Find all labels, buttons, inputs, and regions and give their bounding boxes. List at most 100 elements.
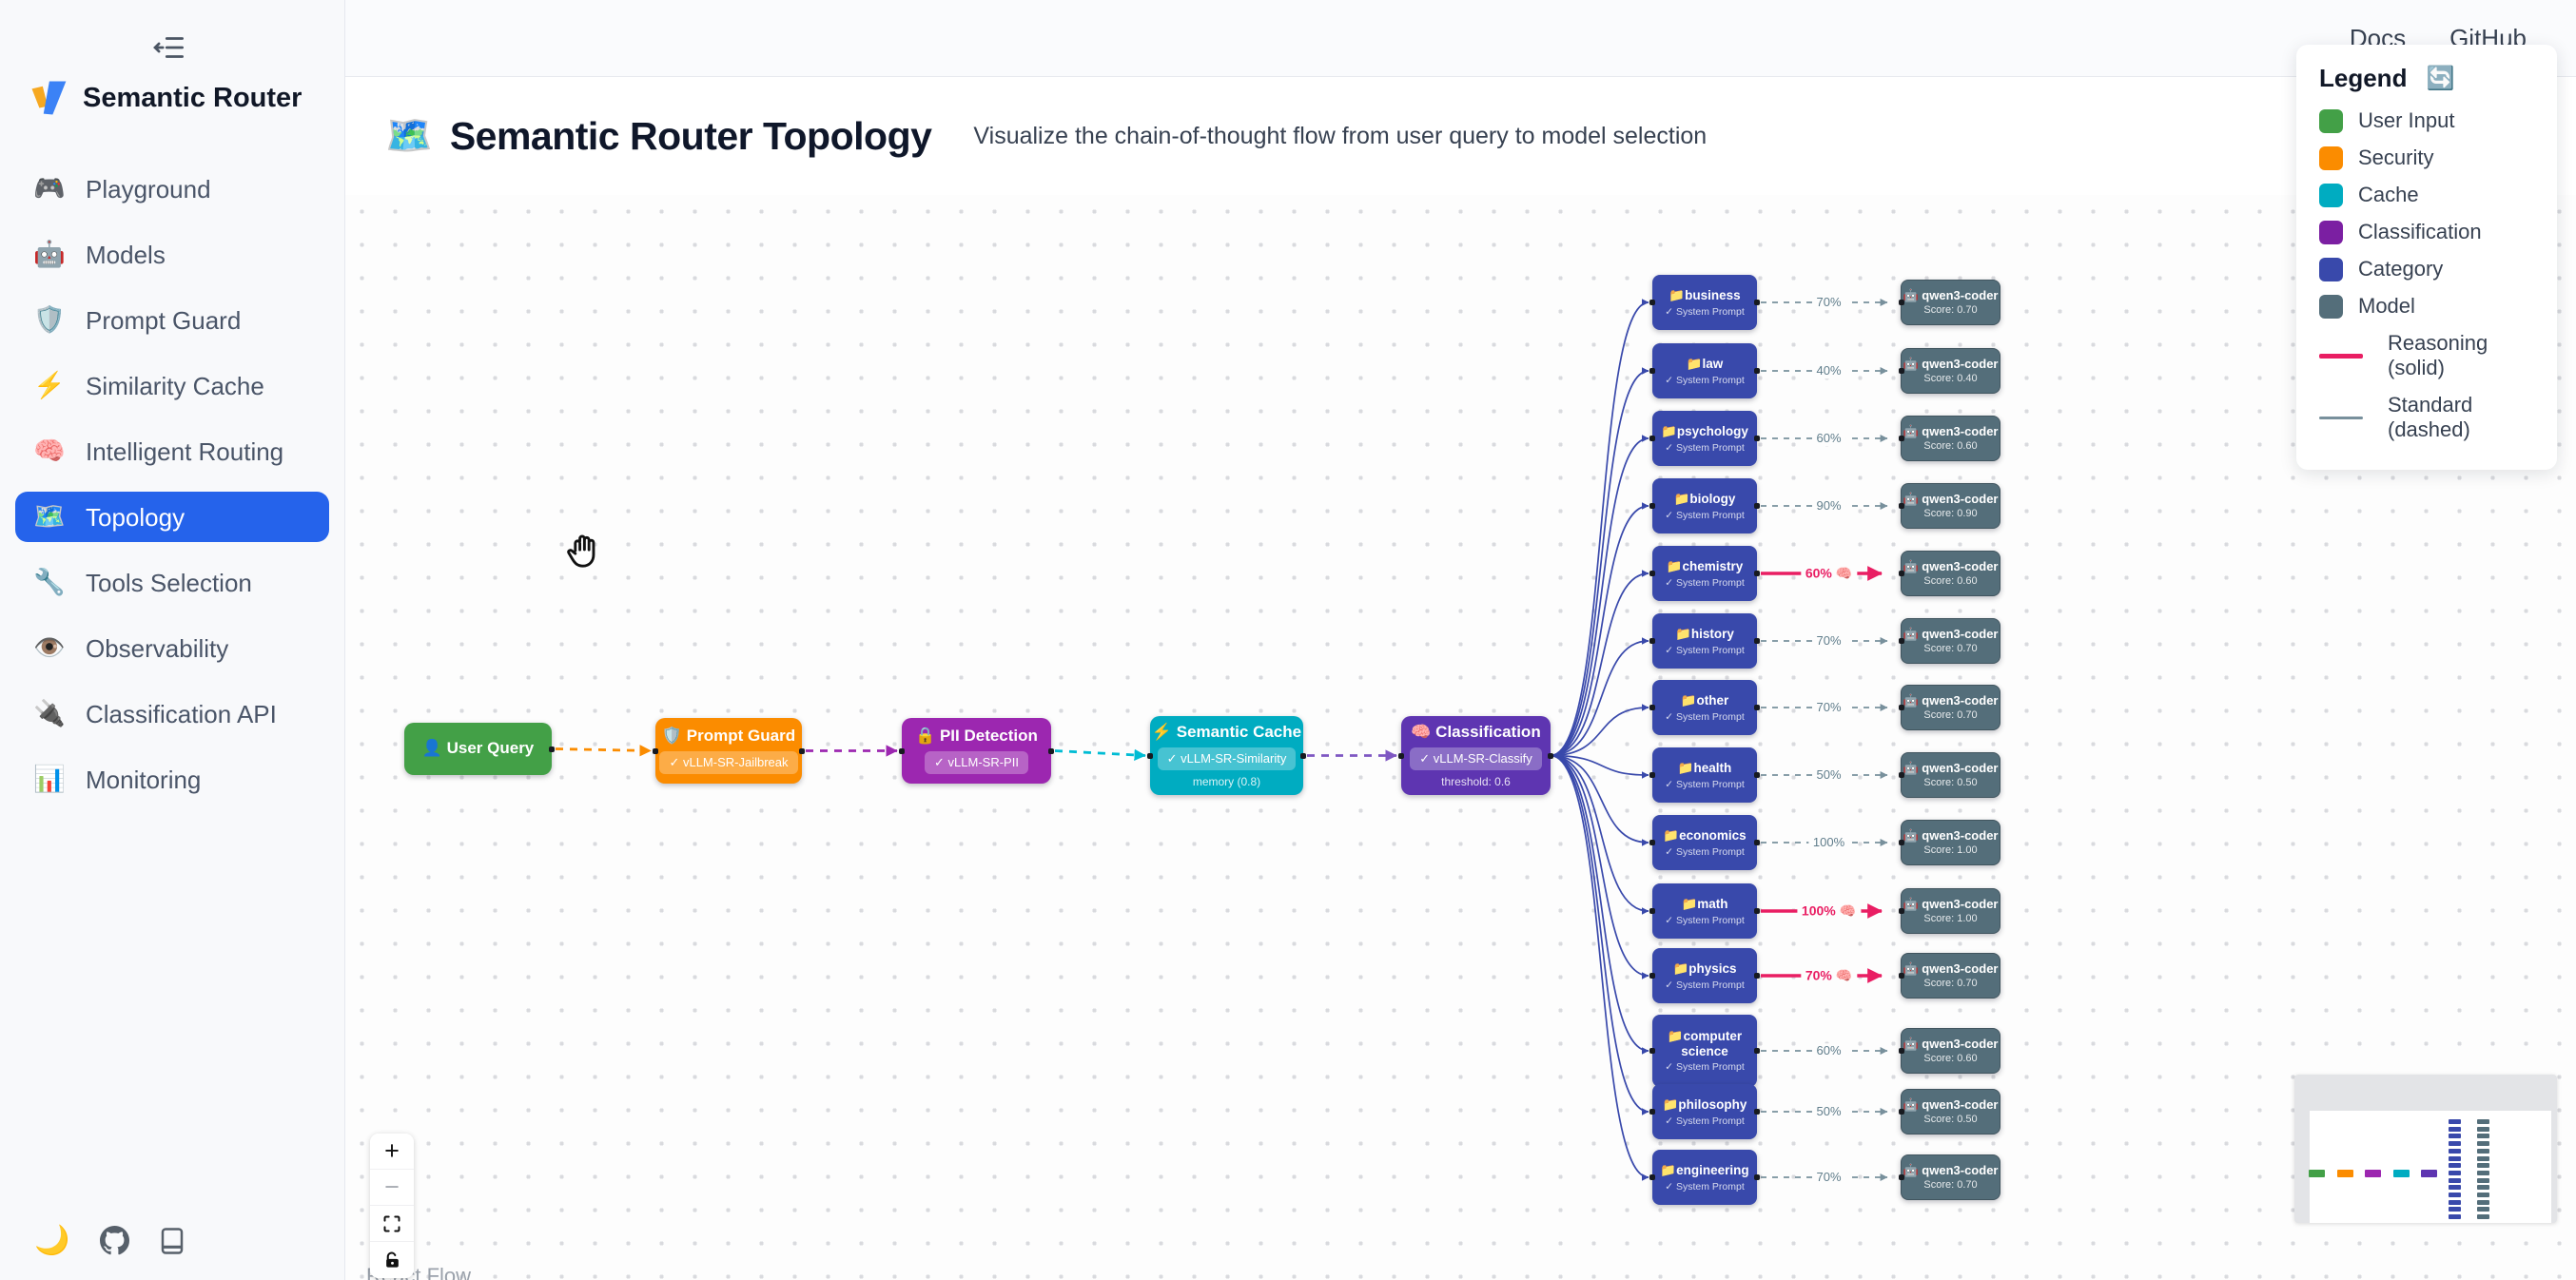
node-title: 📁math (1681, 896, 1728, 911)
category-node-physics[interactable]: 📁physics✓ System Prompt (1649, 948, 1760, 1003)
node-handle-left (1899, 368, 1904, 374)
node-score: Score: 1.00 (1923, 844, 1978, 857)
sidebar-nav: 🎮Playground 🤖Models 🛡️Prompt Guard ⚡Similar… (0, 164, 344, 805)
category-node-health[interactable]: 📁health✓ System Prompt (1649, 747, 1760, 803)
sidebar-item-topology[interactable]: 🗺️Topology (15, 492, 329, 542)
legend-label: Cache (2358, 183, 2419, 206)
sidebar-item-intelligent-routing[interactable]: 🧠Intelligent Routing (15, 426, 329, 476)
legend-item-cache: Cache (2319, 183, 2534, 207)
legend-swatch-classification (2319, 220, 2343, 244)
zoom-out-button[interactable]: − (370, 1170, 414, 1206)
node-title: 🤖 qwen3-coder (1903, 960, 1999, 976)
node-title: 🛡️ Prompt Guard (661, 727, 796, 746)
category-node-computer-science[interactable]: 📁computer science✓ System Prompt (1649, 1015, 1760, 1087)
legend-label: Standard (dashed) (2388, 393, 2473, 441)
github-icon[interactable] (100, 1226, 130, 1255)
refresh-icon[interactable]: 🔄 (2426, 66, 2455, 91)
sidebar-item-classification-api[interactable]: 🔌Classification API (15, 688, 329, 739)
edge-label-biology: 90% (1811, 498, 1846, 514)
category-node-philosophy[interactable]: 📁philosophy✓ System Prompt (1649, 1084, 1760, 1139)
node-score: Score: 0.60 (1923, 575, 1978, 588)
node-subtext: threshold: 0.6 (1441, 774, 1511, 788)
pipeline-node-user-query[interactable]: 👤 User Query (404, 723, 555, 775)
node-title: 🤖 qwen3-coder (1903, 356, 1999, 371)
node-handle-left (1649, 436, 1655, 441)
category-node-economics[interactable]: 📁economics✓ System Prompt (1649, 815, 1760, 870)
sidebar-item-label: Tools Selection (86, 568, 252, 597)
intelligent-routing-icon: 🧠 (33, 436, 66, 465)
sidebar-item-models[interactable]: 🤖Models (15, 229, 329, 280)
edge-label-math: 100% 🧠 (1796, 902, 1862, 920)
category-node-psychology[interactable]: 📁psychology✓ System Prompt (1649, 411, 1760, 466)
node-score: Score: 0.40 (1923, 373, 1978, 385)
category-node-engineering[interactable]: 📁engineering✓ System Prompt (1649, 1150, 1760, 1205)
node-handle-left (1649, 1174, 1655, 1180)
node-title: 📁biology (1673, 491, 1736, 506)
node-handle-left (1899, 772, 1904, 778)
fit-view-button[interactable] (370, 1206, 414, 1242)
node-badge: ✓ vLLM-SR-Similarity (1157, 747, 1297, 770)
edge-label-computer-science: 60% (1811, 1043, 1846, 1058)
sidebar-item-label: Similarity Cache (86, 371, 264, 400)
sidebar-item-tools-selection[interactable]: 🔧 Tools Selection (15, 557, 329, 608)
pipeline-node-pii-detection[interactable]: 🔒 PII Detection✓ vLLM-SR-PII (899, 718, 1054, 784)
sidebar-item-label: Prompt Guard (86, 305, 242, 335)
node-title: 📁philosophy (1662, 1096, 1747, 1112)
sidebar-collapse-button[interactable] (143, 29, 196, 67)
minimap-node (2477, 1163, 2489, 1169)
sidebar-item-monitoring[interactable]: 📊Monitoring (15, 754, 329, 805)
sidebar-item-prompt-guard[interactable]: 🛡️Prompt Guard (15, 295, 329, 345)
sidebar-item-similarity-cache[interactable]: ⚡Similarity Cache (15, 360, 329, 411)
node-handle-left (1649, 840, 1655, 845)
lock-button[interactable] (370, 1242, 414, 1278)
category-node-other[interactable]: 📁other✓ System Prompt (1649, 680, 1760, 735)
minimap-node (2421, 1170, 2437, 1177)
docs-book-icon[interactable] (160, 1227, 185, 1255)
monitoring-icon: 📊 (33, 765, 66, 793)
category-node-biology[interactable]: 📁biology ✓ System Prompt (1649, 478, 1760, 533)
category-node-law[interactable]: 📁law✓ System Prompt (1649, 343, 1760, 398)
node-subtext: ✓ System Prompt (1665, 509, 1745, 521)
legend-swatch-category (2319, 257, 2343, 281)
edge-label-law: 40% (1811, 363, 1846, 378)
category-node-history[interactable]: 📁history✓ System Prompt (1649, 613, 1760, 669)
pipeline-node-prompt-guard[interactable]: 🛡️ Prompt Guard✓ vLLM-SR-Jailbreak (653, 718, 805, 784)
sidebar: Semantic Router 🎮Playground🤖Models🛡️Prom… (0, 0, 345, 1280)
minimap-node (2309, 1170, 2325, 1177)
category-node-business[interactable]: 📁business✓ System Prompt (1649, 275, 1760, 330)
sidebar-item-playground[interactable]: 🎮Playground (15, 164, 329, 214)
minimap-node (2449, 1141, 2461, 1147)
node-title: 📁health (1677, 760, 1732, 775)
flow-canvas[interactable]: 👤 User Query 🛡️ Prompt Guard✓ vLLM-SR-Jai… (345, 195, 2576, 1280)
zoom-in-button[interactable]: + (370, 1134, 414, 1170)
node-title: 📁computer science (1667, 1029, 1743, 1058)
sidebar-item-observability[interactable]: 👁️Observability (15, 623, 329, 673)
theme-toggle-moon-icon[interactable]: 🌙 (34, 1224, 70, 1256)
category-node-math[interactable]: 📁math✓ System Prompt (1649, 883, 1760, 939)
legend-line-standard-dashed-: Standard (dashed) (2319, 393, 2534, 442)
node-score: Score: 0.60 (1923, 1053, 1978, 1065)
category-node-chemistry[interactable]: 📁chemistry✓ System Prompt (1649, 546, 1760, 601)
tools-selection-icon: 🔧 (33, 568, 66, 596)
node-title: 🤖 qwen3-coder (1903, 827, 1999, 843)
minimap[interactable] (2294, 1075, 2557, 1223)
node-handle-left (1899, 638, 1904, 644)
node-subtext: ✓ System Prompt (1665, 305, 1745, 318)
